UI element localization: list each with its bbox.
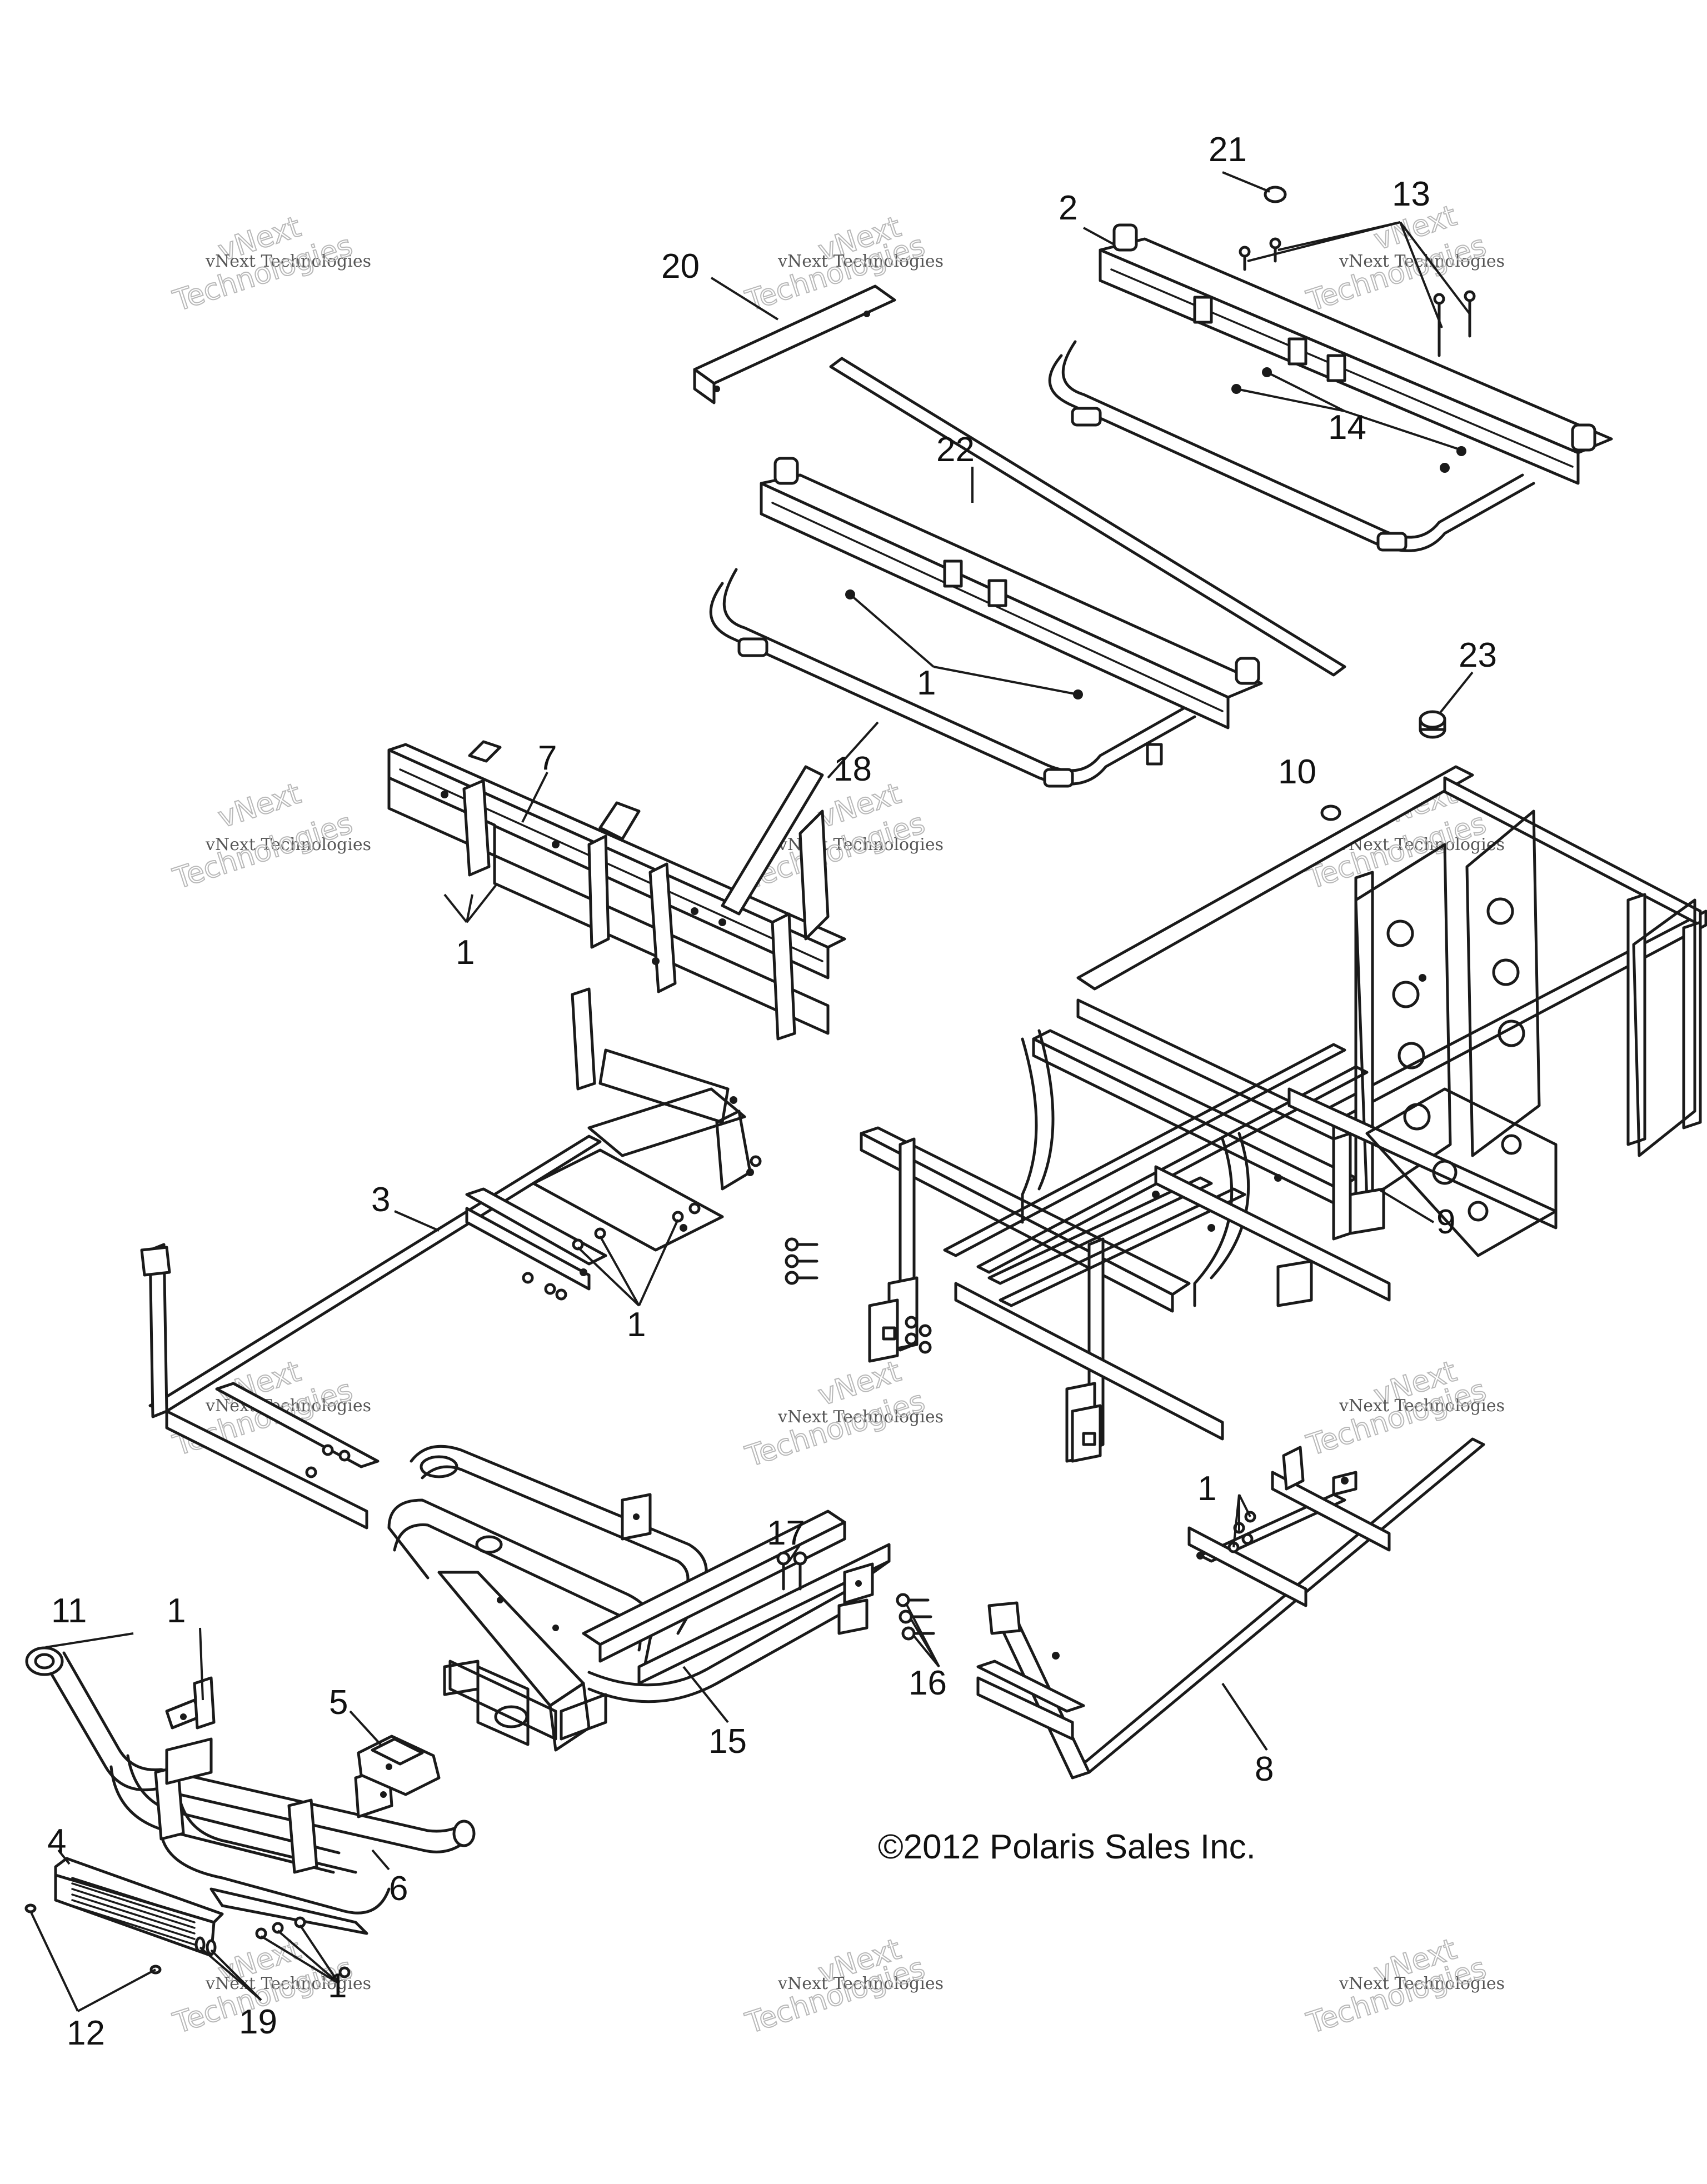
callout-1d: 1 [1197,1470,1216,1508]
watermark-8: vNext vNext Technologies Technologies [741,1354,944,1474]
callout-16: 16 [909,1664,947,1702]
part-13-bolts[interactable] [1239,237,1476,357]
callout-7: 7 [538,739,557,777]
part-11-end-cap[interactable] [25,1646,64,1676]
part-9-hardware[interactable] [785,1237,932,1354]
part-21-nut[interactable] [1264,186,1287,203]
callout-3: 3 [371,1181,390,1219]
callout-5: 5 [329,1683,348,1722]
callout-1e: 1 [167,1592,186,1630]
callout-21: 21 [1209,131,1247,169]
watermark-9-line2: vNext Technologies [1339,1396,1505,1416]
watermark-12: vNext vNext Technologies Technologies [1302,1932,1505,2041]
callout-2: 2 [1059,189,1077,227]
part-22-rod[interactable] [829,357,1346,677]
part-20-bracket[interactable] [693,284,896,404]
leader-lines [29,171,1474,2012]
callout-23: 23 [1459,636,1497,674]
watermark-1: vNext vNext Technologies Technologies [169,209,371,318]
part-9-main-frame[interactable] [860,765,1707,1463]
callout-13: 13 [1392,175,1430,213]
part-2-seat-frame[interactable] [1048,223,1613,552]
part-4-grille[interactable] [54,1857,224,1957]
part-6-front-bumper[interactable] [46,1651,476,1935]
callout-8: 8 [1255,1750,1274,1788]
copyright-text: ©2012 Polaris Sales Inc. [878,1828,1256,1866]
callout-1c: 1 [627,1306,646,1344]
callout-1a: 1 [917,664,936,702]
part-5-bracket[interactable] [357,1735,441,1796]
watermark-2-line2: vNext Technologies [777,252,944,271]
callout-1b: 1 [456,933,475,972]
callouts: 21 2 13 20 14 22 1 23 18 10 7 1 3 1 9 1 … [47,131,1497,2052]
part-7-front-frame[interactable] [387,740,846,1041]
callout-17: 17 [767,1514,805,1552]
watermark-4: vNext vNext Technologies Technologies [169,776,371,896]
callout-10: 10 [1278,753,1316,791]
callout-19: 19 [239,2003,277,2041]
watermark-6-line2: vNext Technologies [1339,835,1505,854]
callout-12: 12 [67,2014,105,2052]
watermark-1-line2: vNext Technologies [205,252,371,271]
watermark-11-line2: vNext Technologies [777,1974,944,1993]
callout-18: 18 [833,750,872,788]
callout-6: 6 [389,1870,408,1908]
callout-11: 11 [51,1592,87,1630]
watermark-11: vNext vNext Technologies Technologies [741,1932,944,2041]
callout-20: 20 [661,247,700,286]
part-8-right-rail[interactable] [976,1437,1485,1780]
part-3-left-rail[interactable] [140,987,762,1530]
part-17-bolts[interactable] [776,1551,807,1591]
part-15-front-subframe[interactable] [387,1445,891,1752]
callout-9: 9 [1436,1203,1455,1241]
part-16-bolts[interactable] [896,1593,935,1641]
callout-1f: 1 [328,1967,347,2005]
callout-15: 15 [708,1722,747,1761]
callout-22: 22 [936,431,975,469]
part-23-cap[interactable] [1419,710,1446,739]
watermark-3-line2: vNext Technologies [1339,252,1505,271]
watermark-8-line2: vNext Technologies [777,1407,944,1427]
callout-4: 4 [47,1822,66,1861]
part-18-seat-frame[interactable] [709,457,1263,788]
watermark-4-line2: vNext Technologies [205,835,371,854]
callout-14: 14 [1328,408,1366,447]
part-10-nut[interactable] [1320,804,1341,821]
watermark-3: vNext vNext Technologies Technologies [1302,198,1505,318]
watermark-12-line2: vNext Technologies [1339,1974,1505,1993]
